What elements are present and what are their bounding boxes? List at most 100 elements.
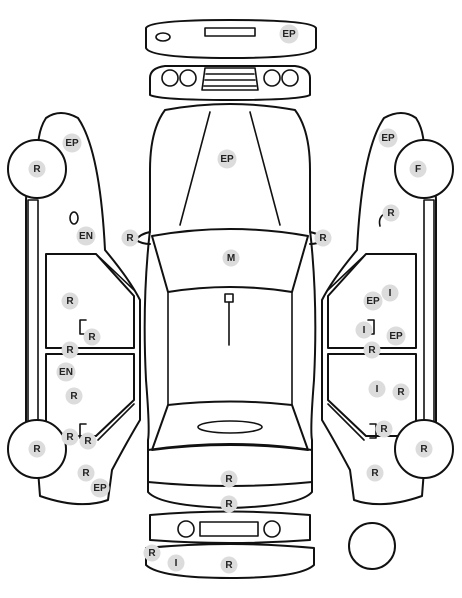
damage-marker-badge: [222, 249, 240, 267]
rear-bumper: [145, 510, 315, 579]
damage-marker-badge: [363, 291, 383, 311]
damage-marker-badge: [143, 544, 161, 562]
damage-marker: R: [220, 470, 238, 488]
damage-marker: R: [392, 383, 410, 401]
damage-marker: EP: [217, 149, 237, 169]
damage-marker-code: R: [70, 391, 78, 402]
damage-marker: R: [314, 229, 332, 247]
damage-marker: R: [375, 420, 393, 438]
damage-marker-badge: [368, 380, 386, 398]
damage-marker-badge: [409, 160, 427, 178]
damage-marker-badge: [355, 321, 373, 339]
damage-marker-badge: [65, 387, 83, 405]
damage-marker-badge: [167, 554, 185, 572]
damage-marker: EP: [363, 291, 383, 311]
damage-marker-badge: [220, 556, 238, 574]
damage-marker-code: R: [66, 296, 74, 307]
damage-marker: EP: [386, 326, 406, 346]
damage-marker-badge: [121, 229, 139, 247]
damage-marker: R: [363, 341, 381, 359]
damage-marker-code: R: [368, 345, 376, 356]
damage-marker-code: R: [66, 432, 74, 443]
damage-marker-badge: [61, 341, 79, 359]
damage-marker-code: EN: [79, 231, 93, 242]
car-body-top: [135, 103, 325, 509]
damage-marker: R: [28, 440, 46, 458]
damage-marker: R: [220, 495, 238, 513]
damage-marker-code: R: [126, 233, 134, 244]
damage-marker: R: [79, 432, 97, 450]
damage-marker-code: EP: [366, 296, 380, 307]
damage-marker-badge: [56, 362, 76, 382]
damage-marker: R: [61, 292, 79, 310]
damage-marker: EP: [90, 478, 110, 498]
damage-marker-code: R: [225, 560, 233, 571]
damage-marker: I: [381, 284, 399, 302]
damage-marker: I: [167, 554, 185, 572]
damage-marker-badge: [366, 464, 384, 482]
damage-marker-code: EP: [282, 29, 296, 40]
damage-marker-badge: [76, 226, 96, 246]
damage-marker-code: R: [82, 468, 90, 479]
damage-marker-code: M: [227, 253, 235, 264]
damage-marker-code: R: [225, 474, 233, 485]
damage-marker: R: [121, 229, 139, 247]
damage-marker: I: [368, 380, 386, 398]
damage-marker: EN: [56, 362, 76, 382]
damage-marker-badge: [220, 495, 238, 513]
damage-marker-badge: [392, 383, 410, 401]
damage-marker-code: R: [371, 468, 379, 479]
damage-marker-badge: [217, 149, 237, 169]
damage-marker: R: [77, 464, 95, 482]
damage-marker-code: EP: [220, 154, 234, 165]
damage-marker-badge: [62, 133, 82, 153]
damage-marker-badge: [375, 420, 393, 438]
damage-marker: R: [366, 464, 384, 482]
damage-marker: R: [220, 556, 238, 574]
damage-marker-code: R: [33, 444, 41, 455]
damage-marker-code: I: [389, 288, 392, 299]
damage-marker: R: [65, 387, 83, 405]
damage-marker-code: EP: [381, 133, 395, 144]
damage-marker-code: R: [397, 387, 405, 398]
front-grille: [149, 65, 311, 101]
damage-marker-badge: [220, 470, 238, 488]
damage-marker: R: [382, 204, 400, 222]
damage-marker-code: R: [319, 233, 327, 244]
damage-marker-badge: [77, 464, 95, 482]
damage-marker: EP: [62, 133, 82, 153]
damage-marker-badge: [79, 432, 97, 450]
damage-marker: R: [28, 160, 46, 178]
damage-marker-badge: [381, 284, 399, 302]
damage-marker-badge: [61, 292, 79, 310]
damage-marker-code: I: [376, 384, 379, 395]
damage-marker-badge: [28, 160, 46, 178]
damage-marker-code: I: [363, 325, 366, 336]
damage-marker-badge: [415, 440, 433, 458]
damage-marker: R: [143, 544, 161, 562]
damage-marker-badge: [363, 341, 381, 359]
spare-tire: [348, 522, 396, 570]
front-bumper: [145, 19, 317, 59]
damage-marker-code: EP: [389, 331, 403, 342]
damage-marker: R: [415, 440, 433, 458]
damage-marker: R: [83, 328, 101, 346]
damage-marker-code: R: [380, 424, 388, 435]
damage-marker-code: R: [148, 548, 156, 559]
damage-marker-badge: [279, 24, 299, 44]
damage-marker-badge: [314, 229, 332, 247]
damage-marker-badge: [28, 440, 46, 458]
damage-marker-badge: [90, 478, 110, 498]
damage-marker-code: EP: [93, 483, 107, 494]
damage-marker: R: [61, 428, 79, 446]
damage-marker-code: R: [88, 332, 96, 343]
damage-marker: I: [355, 321, 373, 339]
damage-marker-badge: [386, 326, 406, 346]
damage-marker-code: R: [84, 436, 92, 447]
damage-marker-code: F: [415, 164, 421, 175]
damage-marker-code: EP: [65, 138, 79, 149]
damage-marker: R: [61, 341, 79, 359]
damage-marker: M: [222, 249, 240, 267]
